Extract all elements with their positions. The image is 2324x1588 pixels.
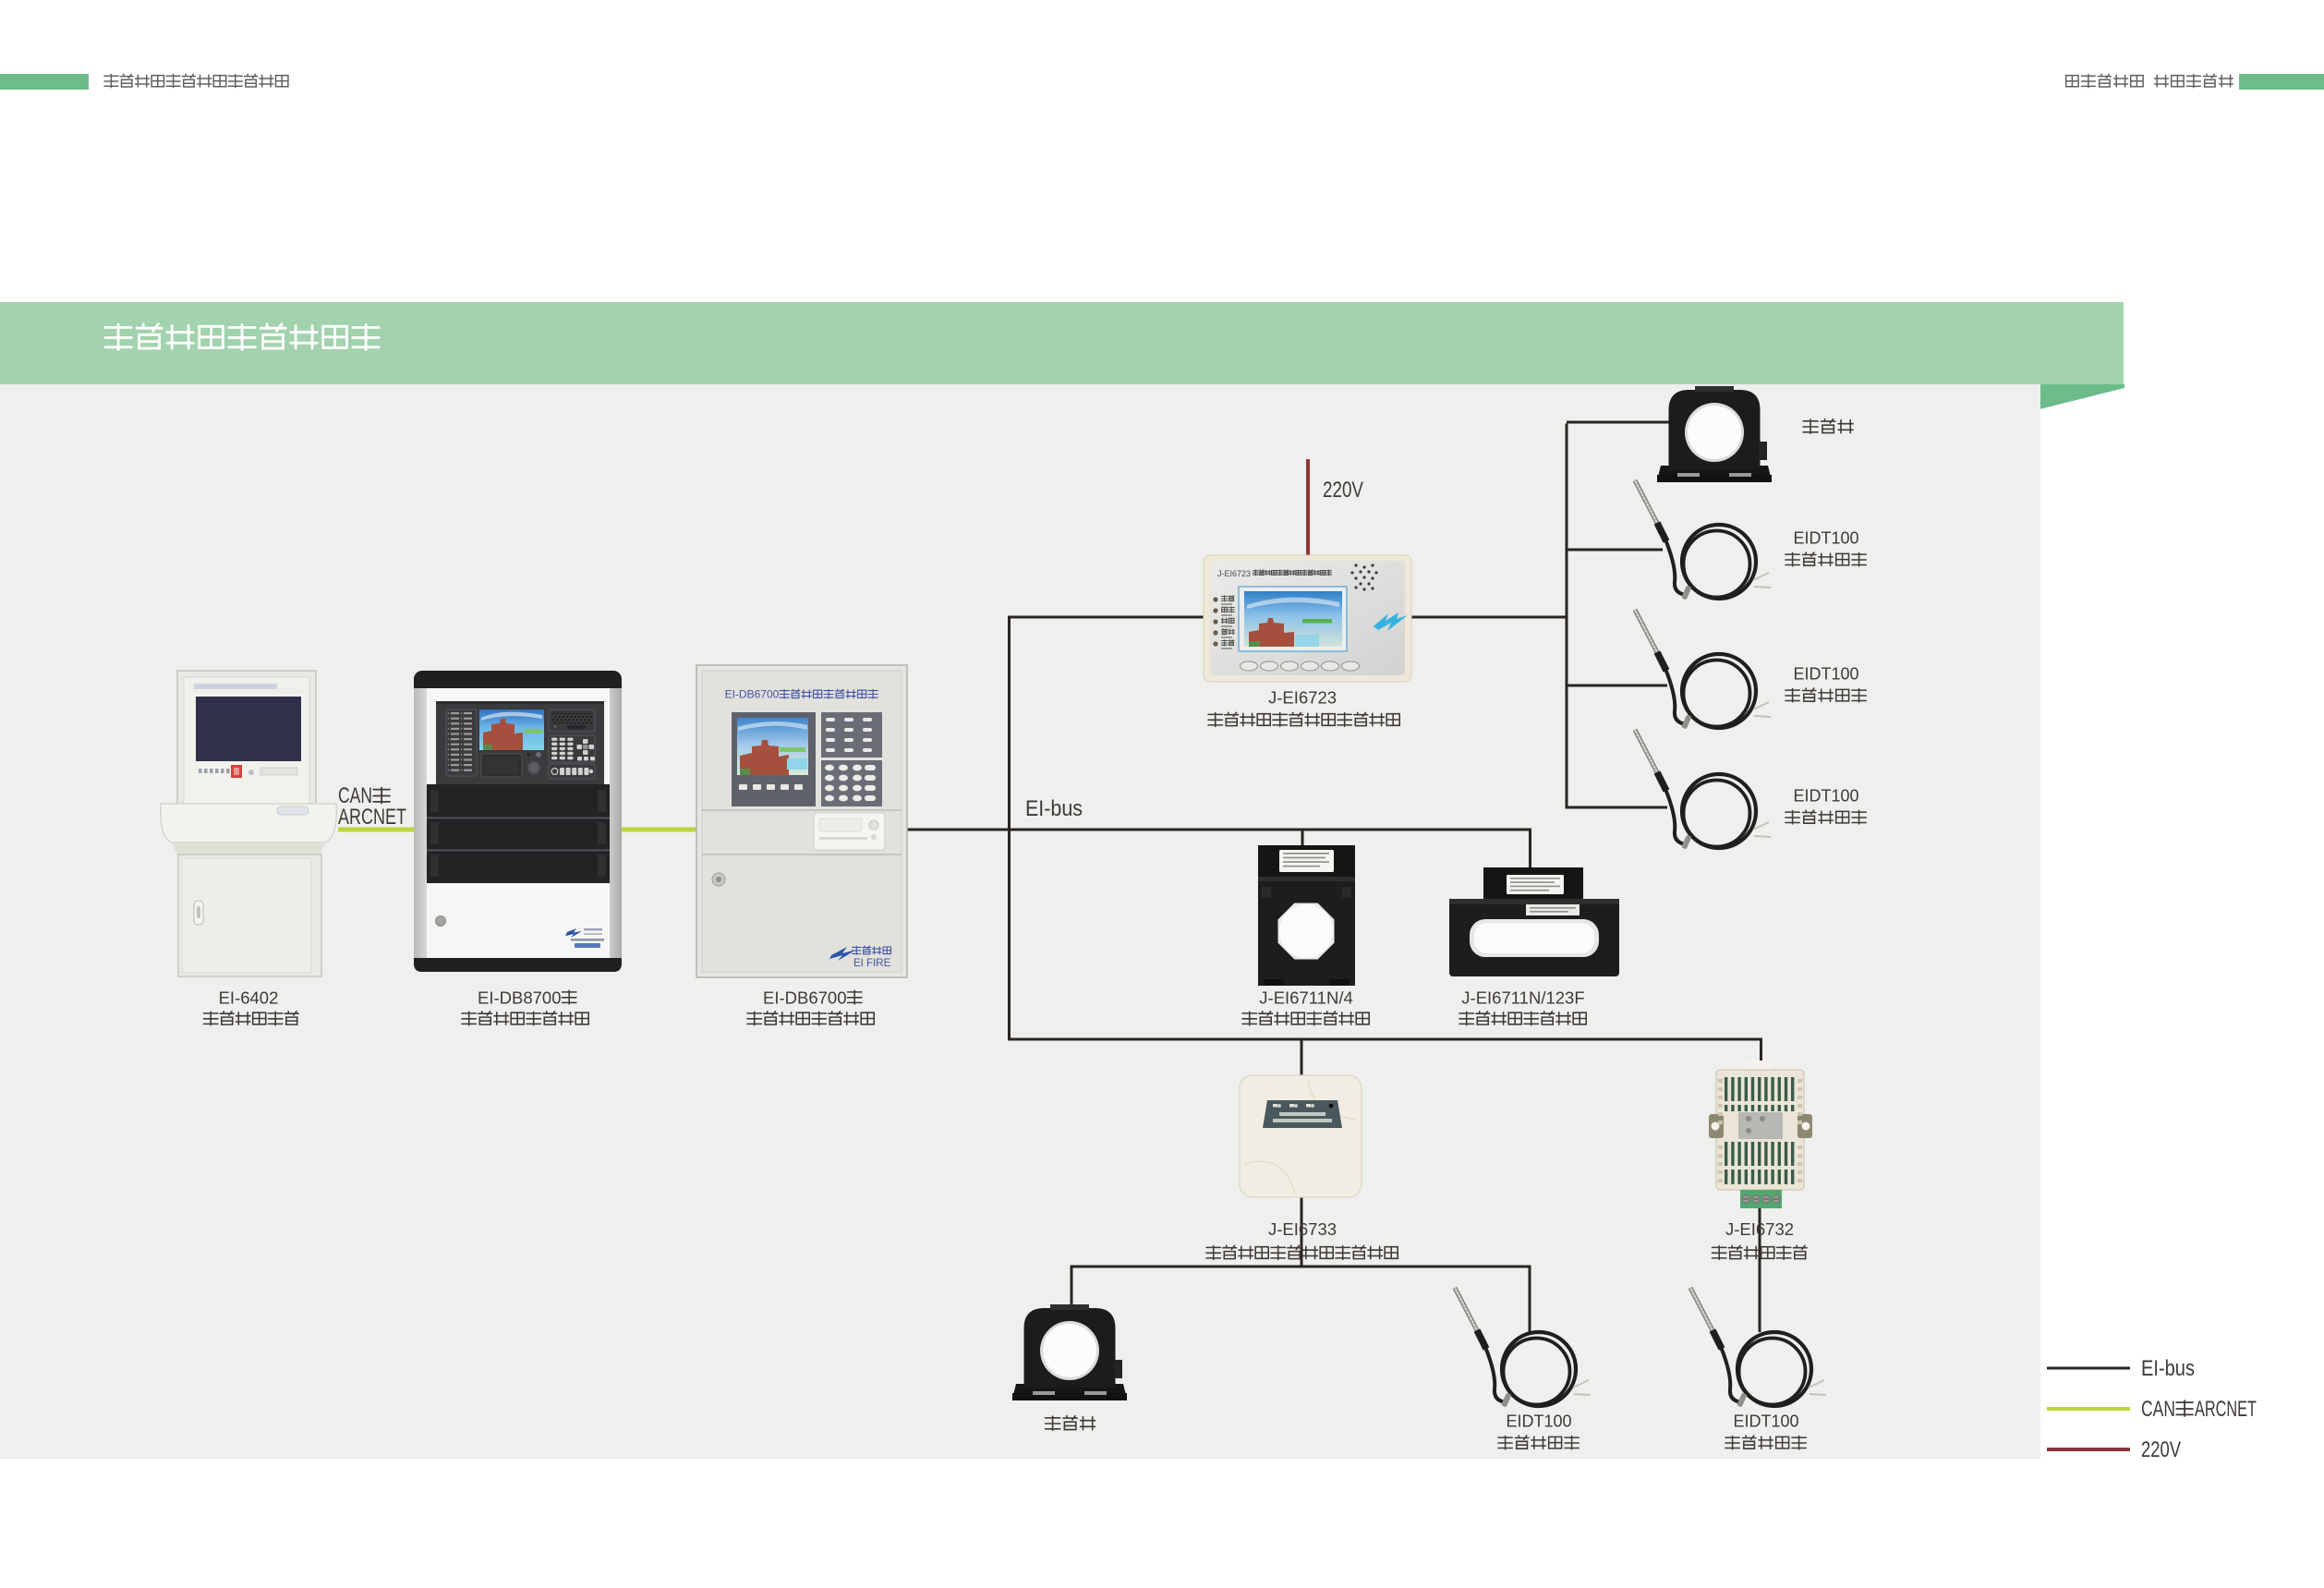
svg-text:EI-DB8700: EI-DB8700: [478, 988, 562, 1008]
svg-text:EI-6402: EI-6402: [219, 988, 279, 1008]
svg-text:CAN: CAN: [338, 783, 372, 808]
svg-text:ARCNET: ARCNET: [338, 805, 406, 830]
svg-text:J-EI6723: J-EI6723: [1268, 688, 1337, 708]
svg-text:EIDT100: EIDT100: [1507, 1412, 1572, 1430]
svg-text:EIDT100: EIDT100: [1734, 1412, 1799, 1430]
svg-text:220V: 220V: [2141, 1437, 2181, 1462]
svg-text:J-EI6723: J-EI6723: [1217, 569, 1251, 578]
svg-text:EI-DB6700: EI-DB6700: [763, 988, 847, 1008]
svg-text:J-EI6732: J-EI6732: [1725, 1219, 1794, 1239]
svg-text:EI-bus: EI-bus: [1025, 796, 1083, 821]
svg-text:EIDT100: EIDT100: [1794, 786, 1859, 805]
svg-text:ARCNET: ARCNET: [2195, 1397, 2257, 1422]
svg-text:EI FIRE: EI FIRE: [853, 958, 891, 969]
svg-text:J-EI6711N/4: J-EI6711N/4: [1259, 988, 1352, 1008]
svg-text:EI-DB6700: EI-DB6700: [725, 688, 780, 701]
svg-text:EIDT100: EIDT100: [1794, 664, 1859, 683]
svg-text:220V: 220V: [1323, 478, 1363, 503]
svg-text:J-EI6711N/123F: J-EI6711N/123F: [1461, 988, 1584, 1008]
svg-text:EIDT100: EIDT100: [1794, 528, 1859, 547]
svg-text:J-EI6733: J-EI6733: [1268, 1219, 1337, 1239]
svg-text:CAN: CAN: [2141, 1397, 2175, 1422]
svg-text:EI-bus: EI-bus: [2141, 1356, 2195, 1381]
